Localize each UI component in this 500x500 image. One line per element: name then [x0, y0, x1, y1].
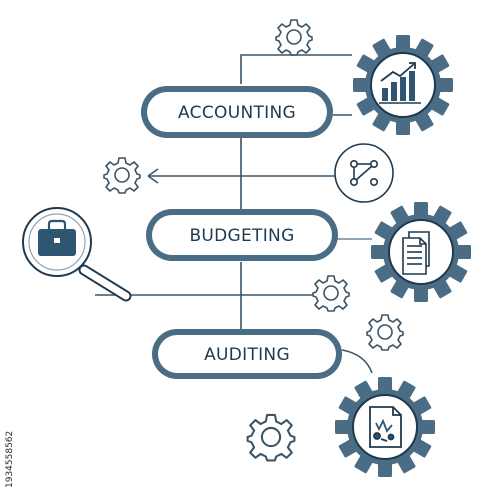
accounting-label: ACCOUNTING	[178, 103, 296, 123]
budgeting-gear	[370, 201, 472, 303]
budgeting-label: BUDGETING	[189, 226, 294, 246]
bar-chart-growth-icon	[379, 62, 421, 104]
watermark-id: 1934558562	[5, 431, 15, 488]
connector-lines	[95, 54, 373, 374]
svg-text:1934558562: 1934558562	[5, 431, 15, 488]
documents-icon	[402, 231, 430, 275]
briefcase-icon	[38, 219, 76, 256]
audit-report-icon	[369, 406, 402, 448]
accounting-pill: ACCOUNTING	[141, 86, 333, 138]
small-gear-icon	[312, 275, 350, 312]
small-gear-icon	[366, 314, 404, 351]
auditing-pill: AUDITING	[152, 329, 342, 379]
auditing-label: AUDITING	[204, 345, 290, 365]
share-nodes-icon	[334, 143, 394, 203]
small-gear-icon	[246, 413, 296, 462]
accounting-gear	[352, 34, 454, 136]
small-gear-icon	[275, 19, 313, 56]
small-gear-icon	[103, 157, 141, 194]
briefcase-magnifier-icon	[22, 207, 132, 302]
auditing-gear	[334, 376, 436, 478]
budgeting-pill: BUDGETING	[146, 209, 338, 261]
